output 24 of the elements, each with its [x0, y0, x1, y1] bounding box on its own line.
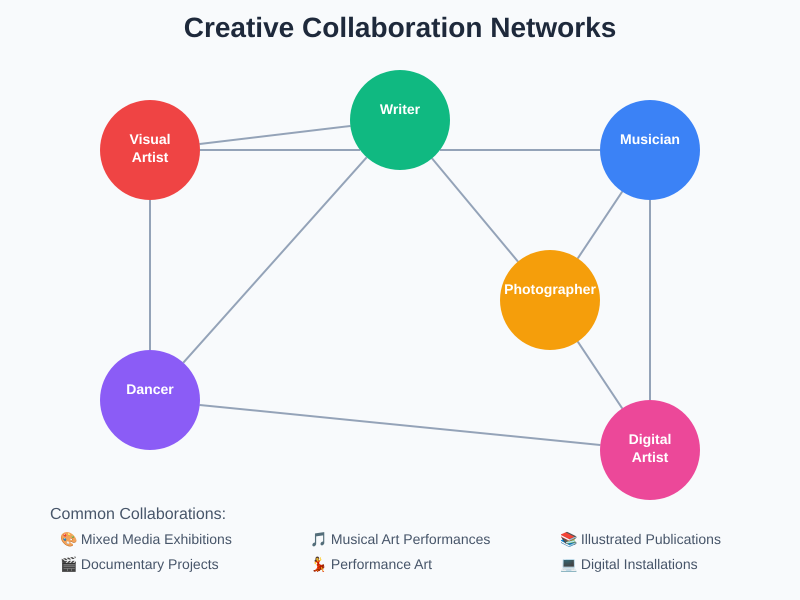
collaboration-item: 💃 Performance Art [310, 556, 432, 572]
connector-line [149, 200, 151, 350]
collaboration-item: 🎬 Documentary Projects [60, 556, 219, 572]
connector-line [200, 404, 600, 446]
node-label: Visual Artist [128, 130, 172, 166]
collaboration-item: 📚 Illustrated Publications [560, 531, 721, 547]
legend-heading: Common Collaborations: [50, 506, 226, 524]
connector-line [431, 158, 519, 262]
connector-line [182, 156, 368, 364]
node-label: Musician [619, 130, 681, 148]
connector-line [576, 191, 624, 259]
collaboration-item: 🎵 Musical Art Performances [310, 531, 490, 547]
node-label: Digital Artist [628, 430, 672, 466]
diagram-title: Creative Collaboration Networks [182, 12, 618, 44]
node-label: Photographer [503, 280, 597, 298]
connector-line [576, 341, 624, 409]
connector-line [200, 149, 360, 151]
node-label: Dancer [125, 380, 175, 398]
collaboration-item: 💻 Digital Installations [560, 556, 698, 572]
connector-line [649, 200, 651, 400]
connector-line [200, 124, 350, 146]
collaboration-item: 🎨 Mixed Media Exhibitions [60, 531, 232, 547]
connector-line [440, 149, 600, 151]
node-label: Writer [378, 100, 422, 118]
